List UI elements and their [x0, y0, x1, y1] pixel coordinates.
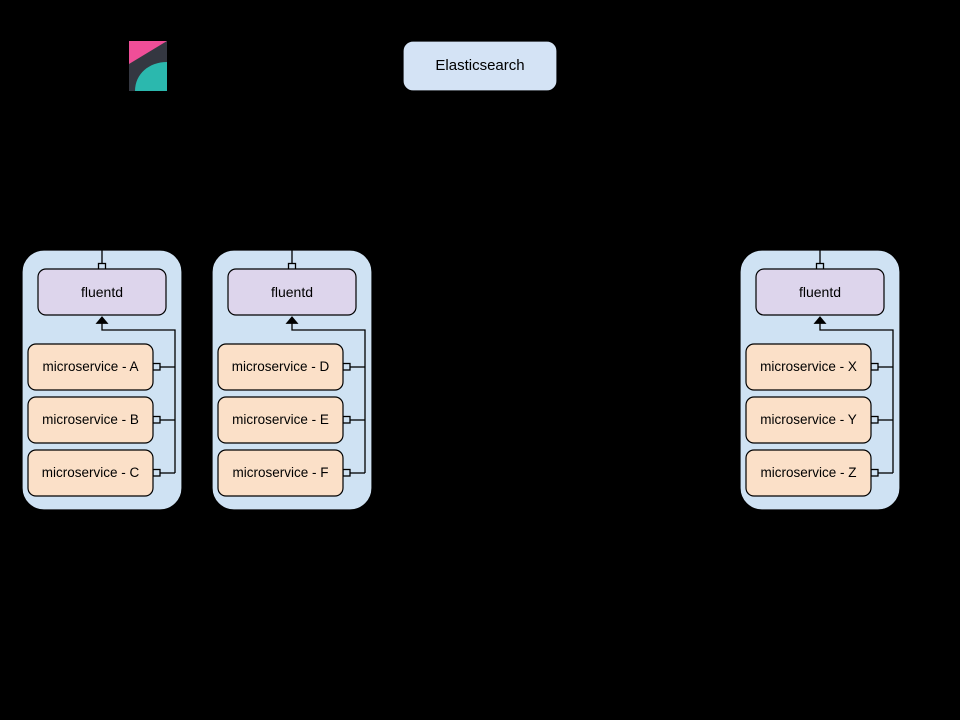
microservice-box-y[interactable] [745, 396, 872, 444]
microservice-box-e[interactable] [217, 396, 344, 444]
kibana-logo-teal-arc [135, 62, 167, 91]
microservice-box-c[interactable] [27, 449, 154, 497]
edge-fluentd-left-to-elasticsearch [101, 91, 441, 250]
microservice-box-x[interactable] [745, 343, 872, 391]
edge-fluentd-middle-to-elasticsearch [291, 91, 481, 250]
microservice-box-d[interactable] [217, 343, 344, 391]
microservice-box-b[interactable] [27, 396, 154, 444]
pod-middle[interactable] [211, 249, 373, 511]
edge-fluentd-to-elasticsearch-group [101, 65, 821, 250]
elasticsearch-box[interactable] [402, 40, 558, 92]
pod-middle-log-bus [285, 316, 366, 477]
microservice-box-f[interactable] [217, 449, 344, 497]
pod-right-log-bus [813, 316, 894, 477]
fluentd-box-right[interactable] [755, 268, 885, 316]
kibana-logo-icon [129, 41, 167, 91]
fluentd-box-middle[interactable] [227, 268, 357, 316]
pod-left[interactable] [21, 249, 183, 511]
edge-fluentd-right-to-elasticsearch [519, 91, 821, 250]
pod-right[interactable] [739, 249, 901, 511]
microservice-box-a[interactable] [27, 343, 154, 391]
fluentd-box-left[interactable] [37, 268, 167, 316]
microservice-box-z[interactable] [745, 449, 872, 497]
